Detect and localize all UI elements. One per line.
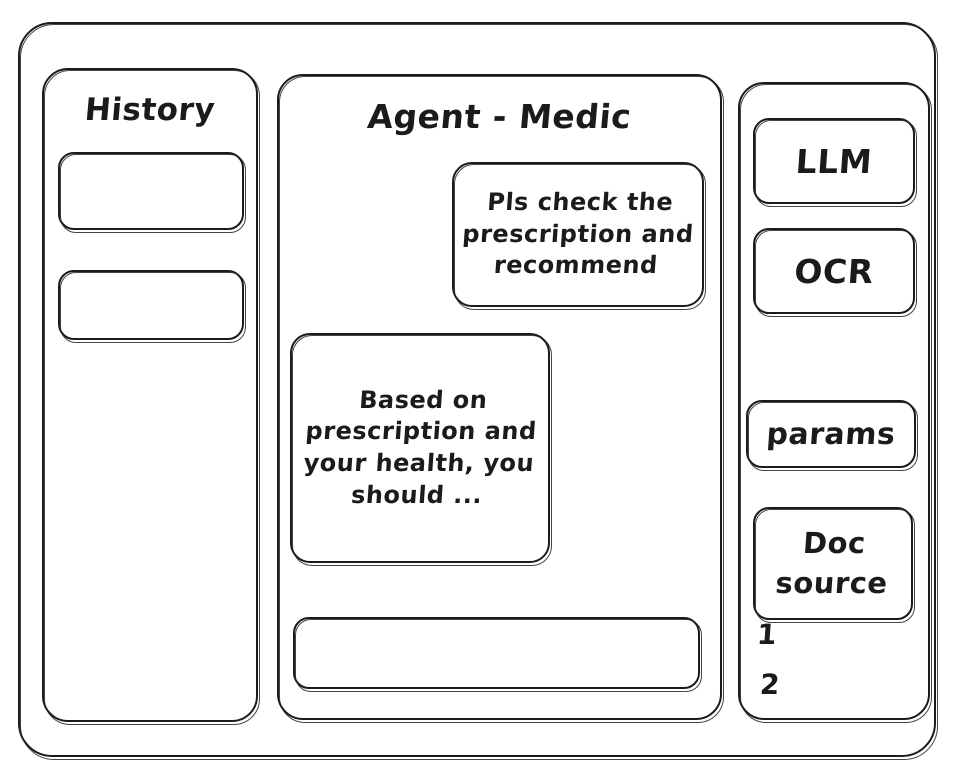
tool-llm-label: LLM bbox=[794, 141, 874, 181]
assistant-bubble-stroke-inner bbox=[291, 335, 552, 566]
tool-ocr-label: OCR bbox=[793, 251, 875, 291]
history-item[interactable] bbox=[56, 270, 247, 343]
doc-source-stroke-inner bbox=[754, 509, 915, 623]
message-input-stroke-outer bbox=[293, 617, 700, 689]
doc-source-box[interactable]: Doc source bbox=[753, 507, 915, 623]
tool-params-label: params bbox=[765, 416, 897, 452]
message-input-stroke-inner bbox=[294, 619, 702, 692]
assistant-message-text: Based on prescription and your health, y… bbox=[302, 385, 538, 509]
tool-params-stroke-inner bbox=[747, 402, 918, 471]
history-item[interactable] bbox=[55, 152, 246, 233]
tool-button-llm[interactable]: LLM bbox=[753, 118, 917, 207]
user-bubble-stroke-outer bbox=[452, 162, 704, 307]
chat-message-user: Pls check the prescription and recommend bbox=[452, 162, 706, 310]
history-item-stroke-outer bbox=[58, 152, 244, 230]
tool-button-ocr[interactable]: OCR bbox=[753, 228, 917, 317]
history-item-stroke-inner bbox=[59, 272, 246, 343]
assistant-bubble-stroke-outer bbox=[290, 333, 550, 563]
history-item-label bbox=[56, 270, 247, 340]
tool-llm-stroke-outer bbox=[753, 118, 915, 204]
message-input-value bbox=[290, 617, 702, 689]
tool-ocr-stroke-inner bbox=[754, 230, 917, 317]
tool-button-params[interactable]: params bbox=[746, 400, 918, 471]
message-input[interactable] bbox=[290, 617, 702, 692]
doc-source-label: Doc source bbox=[774, 526, 889, 600]
history-item-stroke-outer bbox=[58, 270, 244, 340]
history-item-stroke-inner bbox=[59, 154, 246, 233]
tool-params-stroke-outer bbox=[746, 400, 916, 468]
tool-llm-stroke-inner bbox=[754, 120, 917, 207]
doc-source-stroke-outer bbox=[753, 507, 913, 620]
user-message-text: Pls check the prescription and recommend bbox=[461, 187, 695, 280]
history-item-label bbox=[55, 152, 246, 230]
tool-ocr-stroke-outer bbox=[753, 228, 915, 314]
user-bubble-stroke-inner bbox=[453, 164, 706, 310]
chat-message-assistant: Based on prescription and your health, y… bbox=[290, 333, 552, 566]
